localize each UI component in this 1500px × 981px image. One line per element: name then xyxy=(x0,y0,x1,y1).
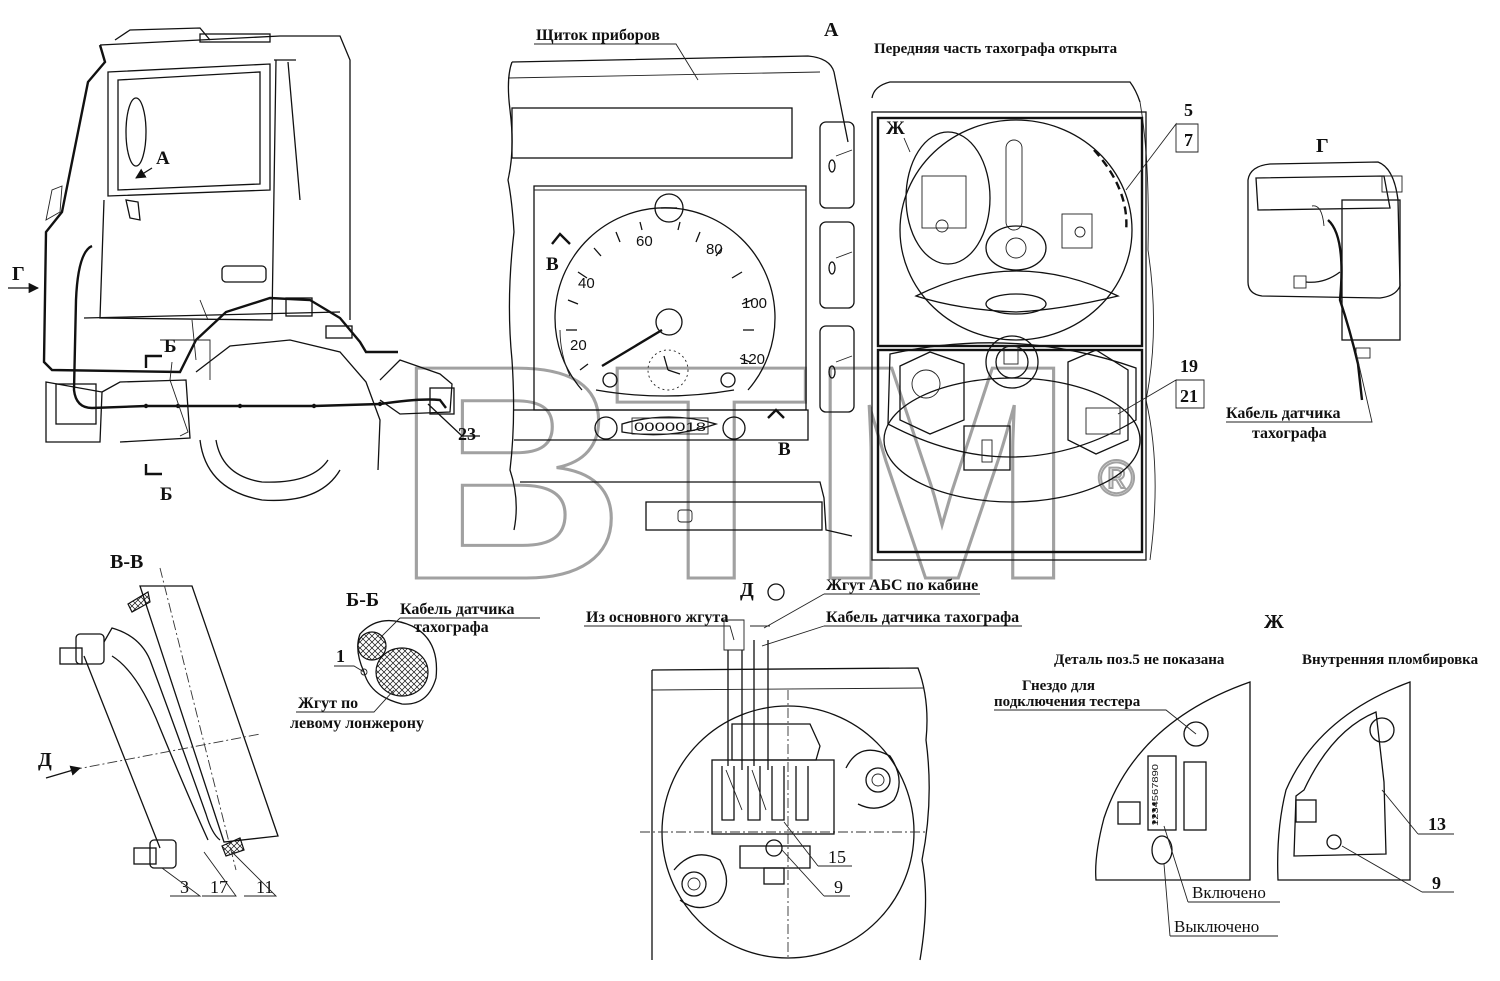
view-zh-tester: 1234567890 xyxy=(1095,681,1251,881)
bb-cable-label-line1: Кабель датчика xyxy=(400,601,514,618)
odometer-reading: 0000018 xyxy=(634,420,706,434)
internal-seal-label: Внутренняя пломбировка xyxy=(1302,652,1479,668)
speed-label-80: 80 xyxy=(706,241,723,258)
view-g-arrow-label: Г xyxy=(12,263,25,285)
view-a-title: А xyxy=(824,19,839,41)
view-g-title: Г xyxy=(1316,135,1329,157)
position-1: 1 xyxy=(336,646,345,666)
tester-socket-label-line2: подключения тестера xyxy=(994,694,1141,710)
main-harness-label: Из основного жгута xyxy=(586,609,728,626)
bb-cable-label-line2: тахографа xyxy=(414,619,489,636)
instrument-panel xyxy=(507,55,855,537)
section-bb xyxy=(357,619,438,705)
switched-on-label: Включено xyxy=(1192,883,1266,902)
tacho-cable-label: Кабель датчика тахографа xyxy=(826,609,1019,626)
position-7: 7 xyxy=(1184,130,1193,150)
sensor-cable-label-line2: тахографа xyxy=(1252,425,1327,442)
position-23: 23 xyxy=(458,424,476,444)
abs-harness-label: Жгут АБС по кабине xyxy=(826,577,978,594)
position-3: 3 xyxy=(180,877,189,897)
view-d xyxy=(640,619,930,961)
section-bb-title: Б-Б xyxy=(346,589,379,611)
speed-label-120: 120 xyxy=(740,351,765,368)
section-b-bottom-label: Б xyxy=(160,484,173,505)
speed-label-100: 100 xyxy=(742,295,767,312)
speed-label-20: 20 xyxy=(570,337,587,354)
tester-socket-label-line1: Гнездо для xyxy=(1022,678,1095,694)
view-a-mark-cab: А xyxy=(156,148,170,169)
section-vv xyxy=(59,567,279,871)
watermark-text: ВТМ xyxy=(395,302,1075,643)
tachograph-front-open xyxy=(871,81,1156,561)
position-15: 15 xyxy=(828,847,846,867)
switched-off-label: Выключено xyxy=(1174,917,1259,936)
instrument-panel-label: Щиток приборов xyxy=(536,27,660,44)
section-b-top-label: Б xyxy=(164,336,177,357)
position-17: 17 xyxy=(210,877,228,897)
speed-label-40: 40 xyxy=(578,275,595,292)
position-11: 11 xyxy=(256,877,273,897)
tachograph-open-label: Передняя часть тахографа открыта xyxy=(874,41,1118,57)
view-zh-title: Ж xyxy=(1264,611,1284,633)
cab-side-view xyxy=(42,27,480,502)
position-13: 13 xyxy=(1428,814,1446,834)
bb-harness-label-line1: Жгут по xyxy=(298,695,358,712)
speed-tick-marks xyxy=(566,221,754,371)
view-d-title: Д xyxy=(740,579,754,601)
watermark: ВТМ ® xyxy=(394,301,1137,645)
position-19: 19 xyxy=(1180,356,1198,376)
speedometer: 20 40 60 80 100 120 0000018 xyxy=(554,193,776,440)
section-vv-title: В-В xyxy=(110,551,143,573)
registered-mark: ® xyxy=(1098,450,1135,506)
view-zh-box-label: Ж xyxy=(886,118,905,139)
section-v-right-label: В xyxy=(778,439,791,460)
position-9-view-d: 9 xyxy=(834,877,843,897)
tester-digits: 1234567890 xyxy=(1151,763,1160,826)
section-v-left-label: В xyxy=(546,254,559,275)
position-5: 5 xyxy=(1184,100,1193,120)
view-d-arrow-label: Д xyxy=(38,749,52,771)
bb-harness-label-line2: левому лонжерону xyxy=(290,715,424,732)
tester-indicator-dots xyxy=(1152,802,1156,824)
detail-not-shown-label: Деталь поз.5 не показана xyxy=(1054,652,1225,668)
sensor-cable-label-line1: Кабель датчика xyxy=(1226,405,1340,422)
position-21: 21 xyxy=(1180,386,1198,406)
position-9-view-zh: 9 xyxy=(1432,873,1441,893)
view-zh-internal-seal xyxy=(1277,681,1411,881)
view-g-front xyxy=(1247,161,1403,401)
speed-label-60: 60 xyxy=(636,233,653,250)
